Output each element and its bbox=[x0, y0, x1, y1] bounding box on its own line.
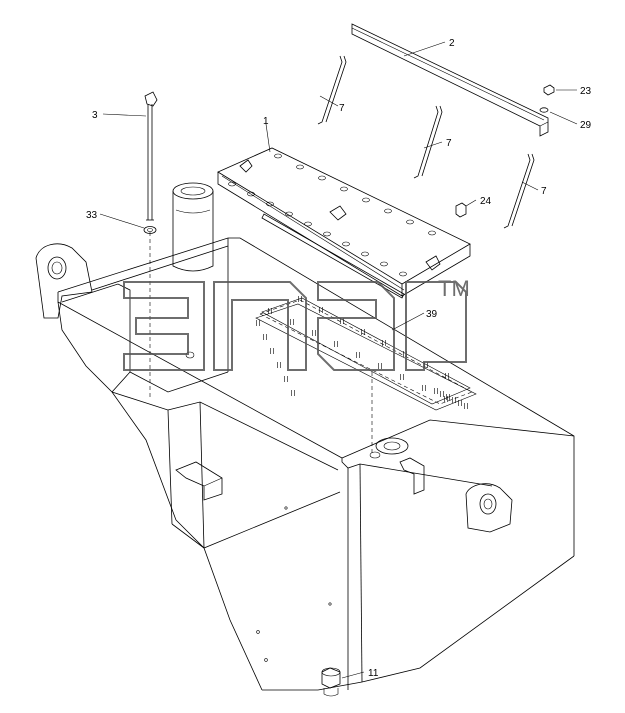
callout-24: 24 bbox=[480, 196, 492, 207]
rods-part-7 bbox=[317, 55, 535, 229]
stud bbox=[319, 307, 323, 313]
stud bbox=[445, 373, 449, 379]
callout-2: 2 bbox=[449, 38, 455, 49]
stud bbox=[361, 329, 365, 335]
plate-hole bbox=[247, 191, 255, 197]
stud bbox=[422, 385, 426, 391]
stud bbox=[263, 334, 267, 340]
plate-hole bbox=[274, 153, 282, 159]
plate-hole bbox=[296, 164, 304, 170]
drain-plug-part-11 bbox=[321, 667, 341, 697]
leader-lines bbox=[99, 41, 578, 679]
plate-hole bbox=[406, 219, 414, 225]
stud bbox=[284, 376, 288, 382]
callout-7-right: 7 bbox=[541, 186, 547, 197]
stud bbox=[400, 374, 404, 380]
stud bbox=[312, 330, 316, 336]
callout-7-left: 7 bbox=[339, 103, 345, 114]
stud bbox=[382, 340, 386, 346]
plate-hole bbox=[340, 186, 348, 192]
plate-hole bbox=[318, 175, 326, 181]
stud bbox=[444, 396, 448, 402]
dipstick-part-3 bbox=[144, 91, 158, 221]
callout-7-middle: 7 bbox=[446, 138, 452, 149]
nut-part-23 bbox=[543, 84, 555, 96]
stud bbox=[298, 296, 302, 302]
plate-hole bbox=[342, 241, 350, 247]
plate-hole bbox=[285, 211, 293, 217]
stud bbox=[268, 308, 272, 314]
hidden-lines bbox=[149, 232, 473, 456]
watermark-logo: TM bbox=[123, 276, 470, 371]
stud bbox=[277, 362, 281, 368]
callout-23: 23 bbox=[580, 86, 592, 97]
stud bbox=[291, 390, 295, 396]
callout-33: 33 bbox=[86, 210, 98, 221]
stud bbox=[458, 400, 462, 406]
nut-part-24 bbox=[455, 202, 467, 218]
plate-hole bbox=[361, 251, 369, 257]
callout-29: 29 bbox=[580, 120, 592, 131]
callout-39: 39 bbox=[426, 309, 438, 320]
washer-part-29 bbox=[539, 107, 549, 113]
cover-plate-part-1 bbox=[217, 147, 471, 299]
plate-hole bbox=[380, 261, 388, 267]
watermark-tm: TM bbox=[438, 276, 470, 301]
plate-hole bbox=[399, 271, 407, 277]
callout-11: 11 bbox=[368, 668, 379, 679]
stud bbox=[464, 403, 468, 409]
stud bbox=[378, 363, 382, 369]
stud bbox=[290, 319, 294, 325]
plate-hole bbox=[323, 231, 331, 237]
callouts: 2 3 7 7 7 1 33 23 29 24 39 11 bbox=[86, 38, 592, 679]
plate-hole bbox=[362, 197, 370, 203]
stud bbox=[452, 397, 456, 403]
plate-hole bbox=[384, 208, 392, 214]
plate-hole bbox=[428, 230, 436, 236]
plate-hole bbox=[304, 221, 312, 227]
callout-3: 3 bbox=[92, 110, 98, 121]
stud bbox=[256, 320, 260, 326]
stud bbox=[270, 348, 274, 354]
stud bbox=[356, 352, 360, 358]
plate-hole bbox=[266, 201, 274, 207]
stud bbox=[440, 391, 444, 397]
callout-1: 1 bbox=[263, 116, 269, 127]
plate-hole bbox=[228, 181, 236, 187]
stud bbox=[446, 394, 450, 400]
filter-canister bbox=[172, 182, 214, 272]
stud bbox=[434, 388, 438, 394]
stud bbox=[334, 341, 338, 347]
washer-part-33 bbox=[143, 226, 157, 234]
hinge-bar-part-2 bbox=[351, 23, 549, 137]
housing-body bbox=[35, 237, 575, 691]
